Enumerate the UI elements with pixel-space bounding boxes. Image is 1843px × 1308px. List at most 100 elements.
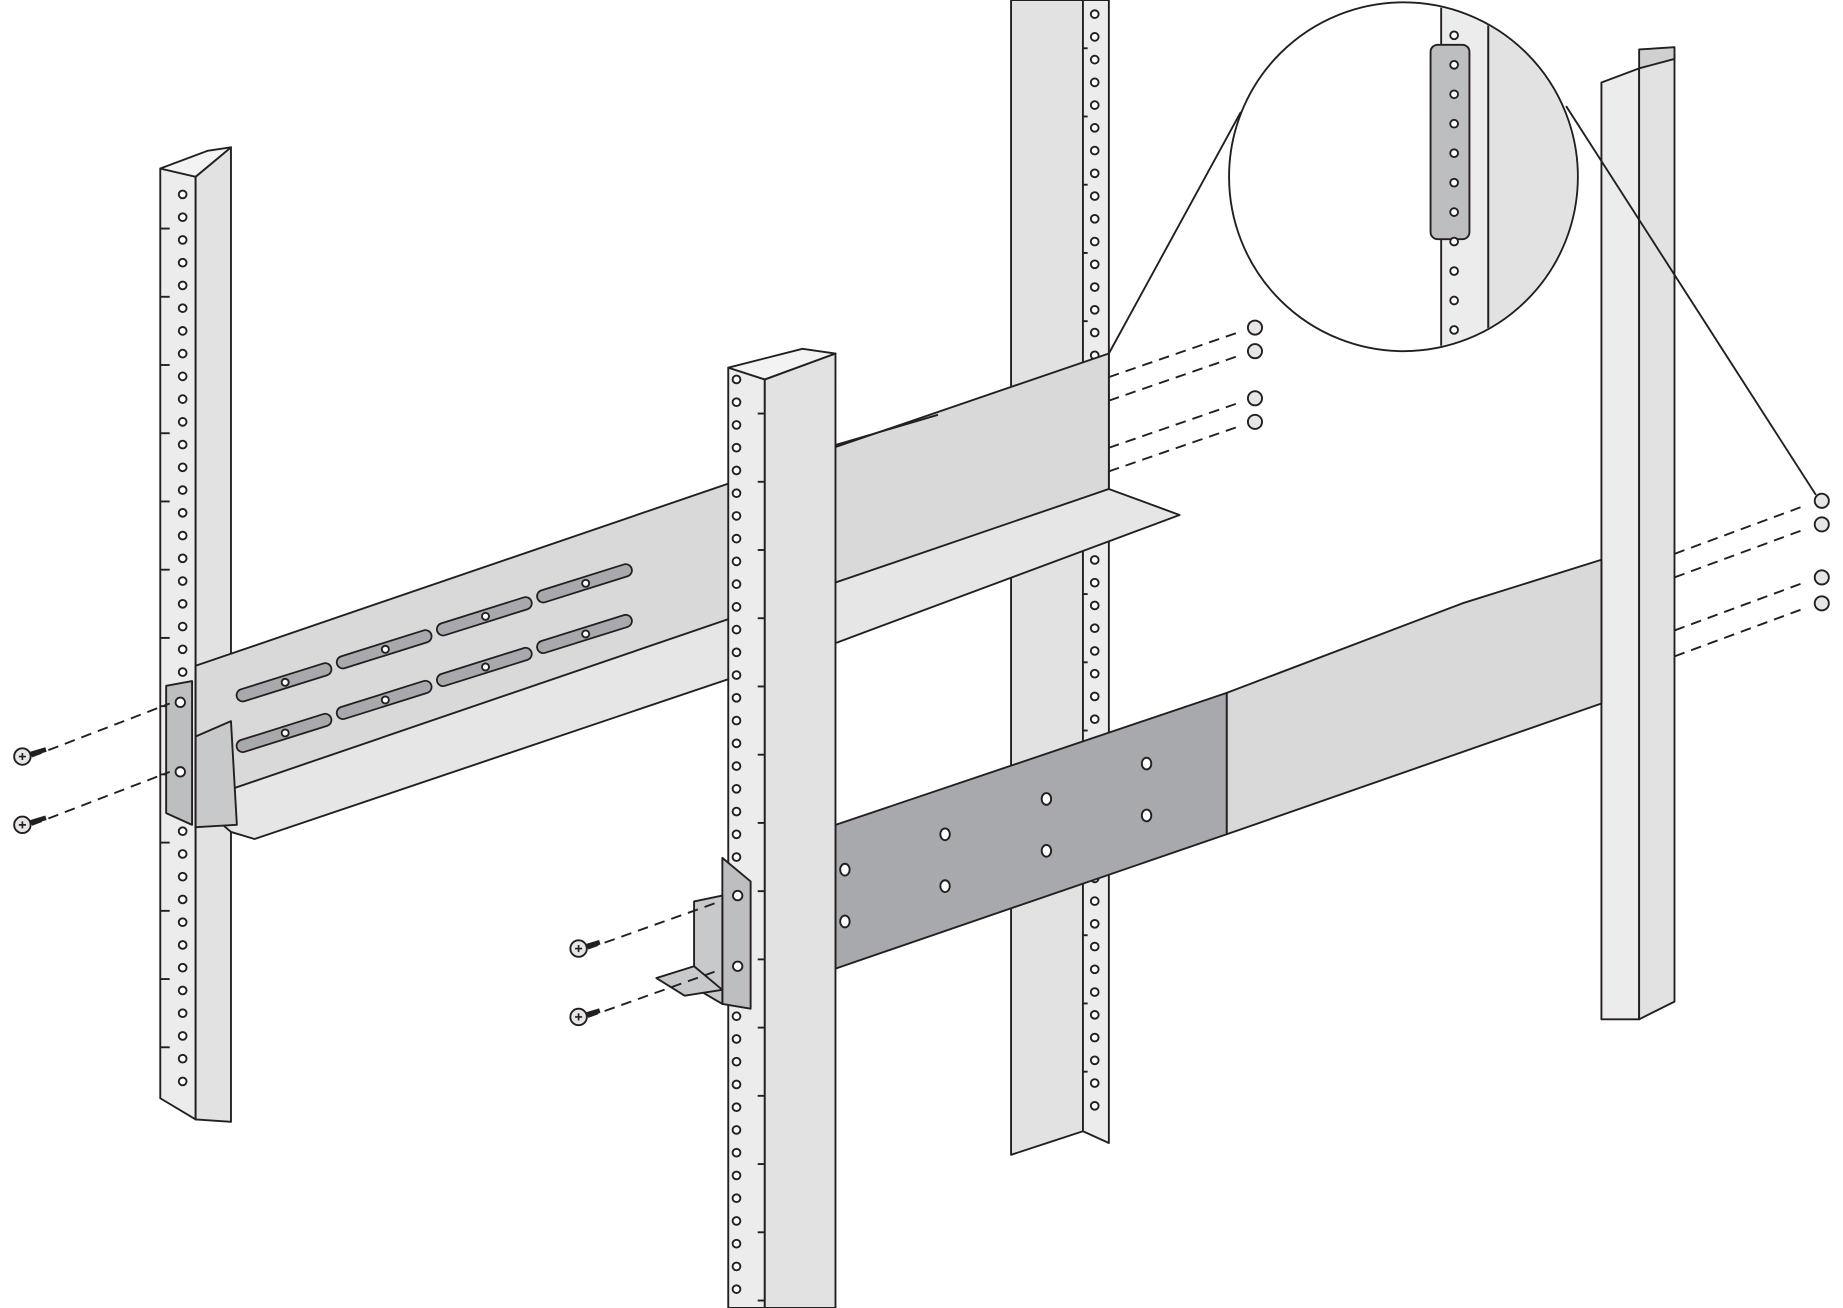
rack-hole	[177, 621, 188, 632]
rack-hole	[1089, 304, 1100, 315]
screw-icon	[13, 815, 47, 835]
rack-hole	[1089, 123, 1100, 133]
rack-hole	[1449, 118, 1459, 129]
rack-hole	[177, 553, 188, 564]
rack-hole	[731, 715, 742, 726]
rack-hole	[1089, 577, 1100, 588]
upper-rail	[194, 352, 1181, 840]
rack-hole	[1089, 213, 1100, 224]
screw-icon	[13, 747, 47, 766]
screw-guide-line	[31, 702, 171, 758]
rack-hole	[177, 371, 188, 382]
rack-hole	[1089, 168, 1100, 179]
rack-hole	[1089, 600, 1100, 611]
rack-hole	[177, 1008, 188, 1019]
lower-rail	[834, 558, 1603, 970]
rack-hole	[731, 738, 742, 749]
rack-hole	[177, 530, 188, 541]
rack-hole	[731, 806, 742, 817]
rack-hole	[1089, 32, 1100, 42]
rack-hole	[1089, 259, 1100, 270]
rack-hole	[177, 940, 188, 950]
screw-icon	[1246, 343, 1263, 360]
rack-hole	[1089, 191, 1100, 201]
rack-hole	[731, 465, 742, 476]
rack-hole	[1449, 207, 1459, 217]
rear-center-post	[1010, 0, 1110, 1156]
front-bracket-middle	[655, 856, 752, 1010]
rack-hole	[731, 374, 742, 385]
screw-guide-line	[31, 770, 171, 826]
rack-hole	[731, 511, 742, 521]
rack-hole	[731, 533, 742, 544]
rack-hole	[177, 871, 188, 882]
rack-hole	[177, 894, 188, 905]
rack-hole	[731, 647, 742, 658]
rack-hole	[177, 257, 188, 268]
screw-icon	[569, 1007, 601, 1027]
rack-hole	[731, 761, 742, 771]
rack-hole	[731, 1056, 742, 1067]
rack-hole	[1449, 89, 1459, 100]
rack-hole	[1449, 177, 1459, 188]
rack-hole	[1089, 1032, 1100, 1043]
rack-hole	[177, 280, 188, 291]
rack-hole	[731, 1102, 742, 1113]
screw-guide-line	[587, 900, 721, 950]
rack-hole	[731, 829, 742, 840]
rack-hole	[1449, 30, 1459, 41]
front-middle-post	[727, 347, 837, 1308]
rack-hole	[1089, 327, 1100, 338]
rack-hole	[177, 189, 188, 200]
rack-hole	[1089, 919, 1100, 929]
rear-bracket-left	[165, 680, 238, 829]
rack-hole	[1449, 59, 1459, 70]
rack-hole	[731, 1079, 742, 1090]
rack-hole	[1089, 668, 1100, 679]
rack-hole	[177, 962, 188, 973]
rack-hole	[1449, 266, 1459, 276]
rack-hole	[177, 212, 188, 223]
rack-hole	[177, 1076, 188, 1087]
rack-hole	[1089, 646, 1100, 656]
rack-hole	[177, 667, 188, 677]
screw-icon	[1813, 569, 1830, 586]
rack-hole	[177, 348, 188, 359]
rail-hole	[1140, 808, 1153, 823]
screw-icon	[1813, 516, 1830, 533]
rack-hole	[1089, 964, 1100, 975]
rack-hole	[731, 602, 742, 612]
screw-icon	[1813, 595, 1830, 612]
rack-hole	[731, 852, 742, 862]
rear-right-post	[1600, 46, 1676, 1021]
rack-hole	[1089, 1055, 1100, 1066]
rack-hole	[731, 1147, 742, 1158]
rail-hole	[839, 862, 851, 877]
rack-hole	[177, 303, 188, 313]
rack-hole	[177, 849, 188, 859]
rack-hole	[1089, 691, 1100, 702]
rack-hole	[177, 417, 188, 427]
rack-hole	[177, 439, 188, 450]
rack-hole	[1089, 987, 1100, 997]
rack-hole	[177, 1053, 188, 1064]
rack-hole	[1089, 100, 1100, 110]
rail-hole	[939, 879, 951, 893]
rack-hole	[177, 394, 188, 404]
rack-hole	[731, 420, 742, 430]
rack-hole	[1089, 1009, 1100, 1020]
screw-icon	[1813, 492, 1830, 509]
screw-icon	[569, 939, 601, 958]
screw-guide-line	[587, 968, 721, 1018]
rack-hole	[1089, 623, 1100, 634]
rail-hole	[939, 827, 951, 842]
rack-hole	[731, 1284, 742, 1294]
rack-hole	[731, 1193, 742, 1204]
rack-hole	[1089, 1100, 1100, 1111]
rack-hole	[1089, 236, 1100, 247]
rack-hole	[1089, 9, 1100, 19]
rack-hole	[177, 485, 188, 495]
rack-hole	[177, 1031, 188, 1041]
rack-hole	[731, 624, 742, 635]
